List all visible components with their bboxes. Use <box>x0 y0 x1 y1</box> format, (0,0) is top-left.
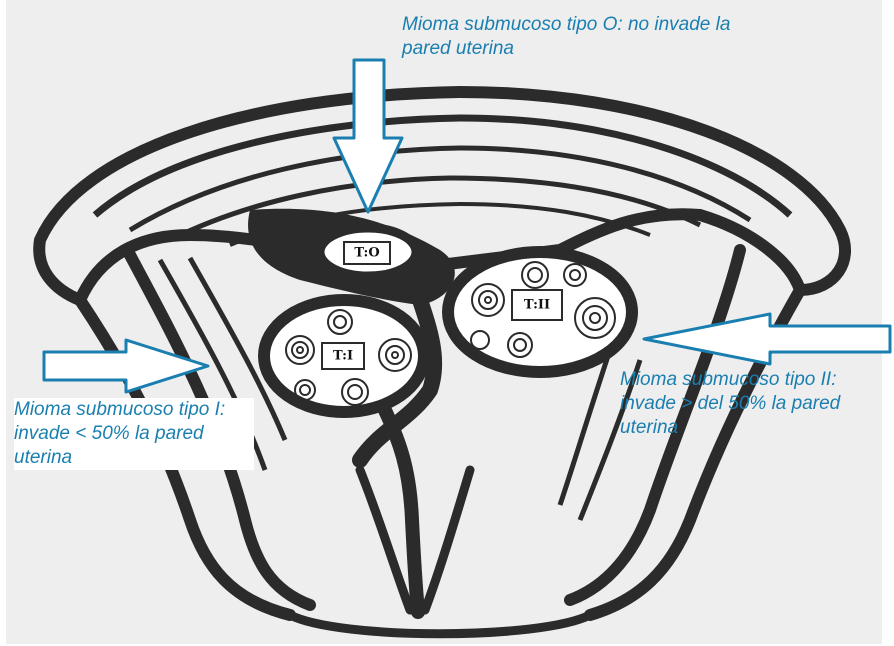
caption-type-1: Mioma submucoso tipo I: invade < 50% la … <box>14 398 254 470</box>
myoma-type-1-tag: T:I <box>333 349 353 364</box>
caption-type-2: Mioma submucoso tipo II: invade > del 50… <box>620 368 885 440</box>
myoma-type-0-tag: T:O <box>354 246 379 261</box>
caption-type-0: Mioma submucoso tipo O: no invade la par… <box>402 13 732 61</box>
myoma-type-2-tag: T:II <box>524 298 550 313</box>
